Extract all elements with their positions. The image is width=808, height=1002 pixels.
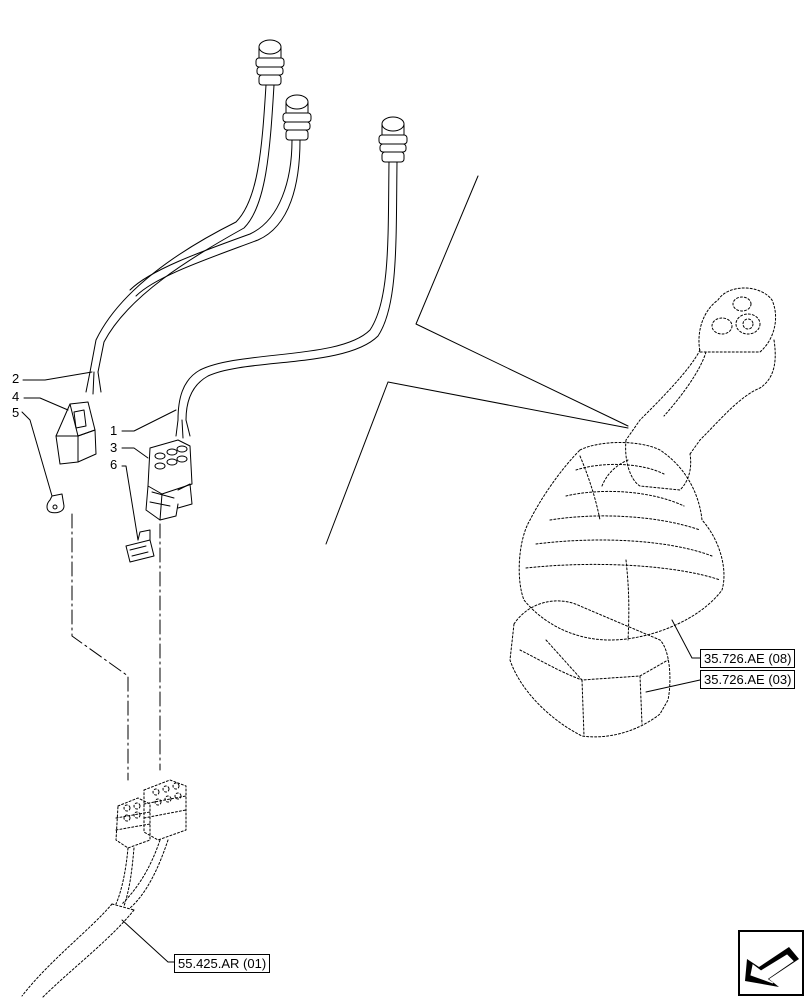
- part-4-connector-housing: [55, 401, 97, 465]
- reference-link-35-726-ae-08[interactable]: 35.726.AE (08): [700, 649, 796, 668]
- callout-6: 6: [110, 457, 118, 472]
- cable-end-connector-b: [282, 94, 312, 141]
- joystick-assembly: [509, 287, 776, 738]
- part-3-connector: [145, 439, 193, 521]
- reference-link-55-425-ar-01[interactable]: 55.425.AR (01): [174, 954, 271, 973]
- callout-5: 5: [12, 405, 20, 420]
- callout-2: 2: [12, 371, 20, 386]
- lower-connector-pair: [21, 779, 187, 999]
- part-6-lock-clip: [125, 529, 155, 563]
- cable-end-connector-c: [378, 116, 408, 163]
- leader-ref-ar01: [121, 919, 175, 963]
- cable-end-connector-a: [255, 39, 285, 86]
- harness-cable-right: [175, 161, 398, 439]
- leader-ref-ae03: [645, 679, 701, 693]
- section-lines: [325, 175, 629, 545]
- callout-1: 1: [110, 423, 118, 438]
- part-5-clip: [46, 493, 65, 514]
- assembly-centerlines: [71, 513, 161, 781]
- callout-leaders: [21, 371, 177, 541]
- reference-link-35-726-ae-03[interactable]: 35.726.AE (03): [700, 670, 796, 689]
- leader-ref-ae08: [671, 619, 701, 659]
- previous-page-arrow-icon[interactable]: [737, 929, 805, 997]
- harness-cable-left: [85, 84, 301, 395]
- callout-4: 4: [12, 389, 20, 404]
- callout-3: 3: [110, 440, 118, 455]
